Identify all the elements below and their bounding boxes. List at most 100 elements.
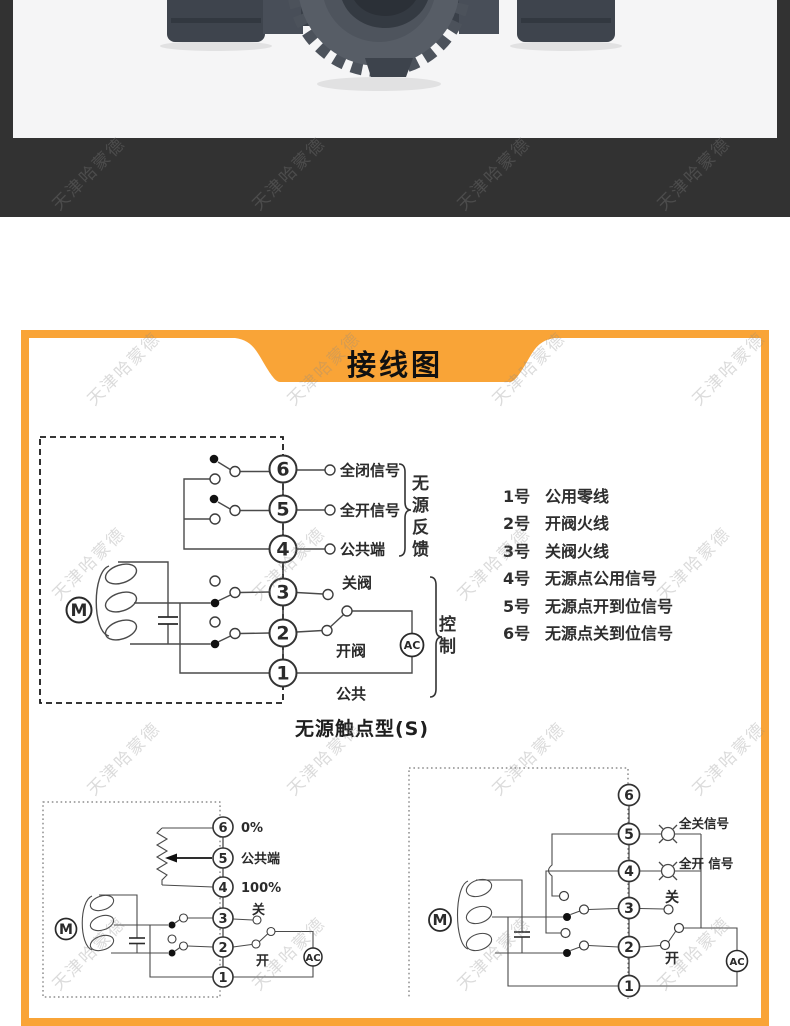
legend-num: 2号: [503, 514, 531, 534]
t4-switch-wire: [545, 870, 619, 934]
shadow: [317, 77, 441, 91]
terminal-labels: 0% 公共端 100% 关 开: [241, 821, 281, 969]
terminal-number: 1: [624, 979, 634, 995]
main-wiring-diagram: 6 5 4 3 2 1 M AC 全闭信号 全开信号 公共端 关阀 开阀 公共: [39, 436, 443, 704]
wires: [118, 461, 413, 674]
svg-text:AC: AC: [305, 953, 320, 964]
feedback-brace-label: 无源反馈: [408, 474, 428, 562]
terminal-number: 1: [276, 663, 289, 685]
capacitor-symbol: [129, 937, 145, 945]
terminal-number: 6: [276, 459, 289, 481]
ac-source-symbol: AC: [303, 947, 323, 967]
svg-text:AC: AC: [729, 957, 744, 968]
lamp-full-open: [660, 863, 676, 879]
legend-desc: 无源点开到位信号: [545, 596, 674, 616]
wiring-diagram-panel: 接线图: [21, 330, 769, 1026]
potentiometer-resistor: [155, 827, 169, 885]
legend-row: 3号 关阀火线: [503, 536, 673, 564]
svg-text:AC: AC: [404, 639, 421, 652]
legend-desc: 关阀火线: [545, 541, 610, 561]
product-photo-panel: [13, 0, 777, 138]
indicator-lamps: [658, 824, 678, 881]
terminal-number: 6: [218, 821, 227, 836]
legend-desc: 开阀火线: [545, 514, 610, 534]
shadow: [510, 41, 622, 51]
switch-contacts: [167, 913, 276, 957]
legend-row: 4号 无源点公用信号: [503, 564, 673, 592]
terminal-number: 3: [218, 912, 227, 927]
label-open: 开: [665, 951, 679, 967]
terminal-circles: 6 5 4 3 2 1: [617, 783, 641, 998]
label-open-valve: 开阀: [336, 642, 366, 660]
wiring-title: 接线图: [346, 348, 443, 382]
legend-num: 1号: [503, 486, 531, 506]
terminal-labels: 全闭信号 全开信号 公共端 关阀 开阀 公共: [336, 462, 400, 704]
motor-winding: [456, 878, 493, 952]
ac-source-symbol: AC: [399, 632, 425, 658]
label-open-signal: 全开信号: [339, 502, 400, 520]
capacitor-symbol: [158, 616, 178, 625]
terminal-circles: 6 5 4 3 2 1: [268, 454, 298, 688]
terminal-number: 4: [276, 539, 289, 561]
label-100pct: 100%: [241, 881, 281, 896]
motor-symbol: M: [65, 596, 93, 624]
shadow: [160, 41, 272, 51]
motor-winding: [95, 563, 138, 641]
switch-contacts: [558, 890, 685, 957]
terminal-number: 5: [624, 827, 634, 843]
switch-contacts: [209, 454, 353, 649]
legend-desc: 公用零线: [545, 486, 610, 506]
label-close: 关: [665, 889, 679, 906]
legend-desc: 无源点关到位信号: [545, 624, 674, 644]
lamp-wiring-diagram: 6 5 4 3 2 1 M AC 全关信号 全开 信号 关 开: [408, 767, 749, 999]
valve-handwheel: [288, 0, 470, 77]
legend-row: 6号 无源点关到位信号: [503, 619, 673, 647]
label-common: 公共: [336, 685, 366, 703]
feedback-brace: [398, 463, 412, 557]
legend-desc: 无源点公用信号: [545, 569, 658, 589]
ac-source-symbol: AC: [725, 949, 749, 973]
terminal-number: 5: [218, 852, 227, 867]
label-close: 关: [252, 902, 265, 918]
label-close-valve: 关阀: [342, 574, 372, 592]
label-common-terminal: 公共端: [340, 541, 385, 559]
label-full-open-signal: 全开 信号: [678, 856, 733, 871]
diagram-subtitle: 无源触点型(S): [295, 718, 430, 740]
legend-num: 4号: [503, 569, 531, 589]
legend-num: 6号: [503, 624, 531, 644]
terminal-number: 4: [218, 881, 227, 896]
svg-text:M: M: [433, 911, 448, 929]
t5-switch-wire: [547, 833, 619, 897]
svg-text:M: M: [71, 601, 88, 621]
terminal-number: 3: [276, 582, 289, 604]
wiring-title-banner: [235, 338, 555, 382]
terminal-number: 2: [276, 623, 289, 645]
group-braces: [398, 463, 443, 698]
label-open: 开: [256, 954, 269, 969]
motor-symbol: M: [428, 908, 452, 932]
terminal-number: 2: [624, 940, 634, 956]
motor-winding: [81, 894, 115, 952]
lamp-full-close: [660, 826, 676, 842]
product-photo-section: [0, 0, 790, 217]
control-brace-label: 控制: [435, 615, 455, 659]
terminal-number: 5: [276, 499, 289, 521]
terminal-legend: 1号 公用零线 2号 开阀火线 3号 关阀火线 4号 无源点公用信号 5号 无源…: [503, 481, 673, 646]
wires: [99, 827, 314, 978]
terminal-number: 1: [218, 971, 227, 986]
terminal-number: 4: [624, 864, 634, 880]
label-0pct: 0%: [241, 821, 263, 836]
legend-row: 2号 开阀火线: [503, 509, 673, 537]
terminal-number: 2: [218, 941, 227, 956]
terminal-number: 3: [624, 901, 634, 917]
motor-symbol: M: [54, 917, 78, 941]
valve-union-right: [445, 0, 615, 42]
product-image: [160, 0, 622, 91]
svg-text:M: M: [59, 922, 73, 938]
terminal-circles: 6 5 4 3 2 1: [212, 816, 234, 988]
legend-row: 1号 公用零线: [503, 481, 673, 509]
control-brace: [429, 576, 443, 698]
legend-num: 5号: [503, 596, 531, 616]
legend-row: 5号 无源点开到位信号: [503, 591, 673, 619]
